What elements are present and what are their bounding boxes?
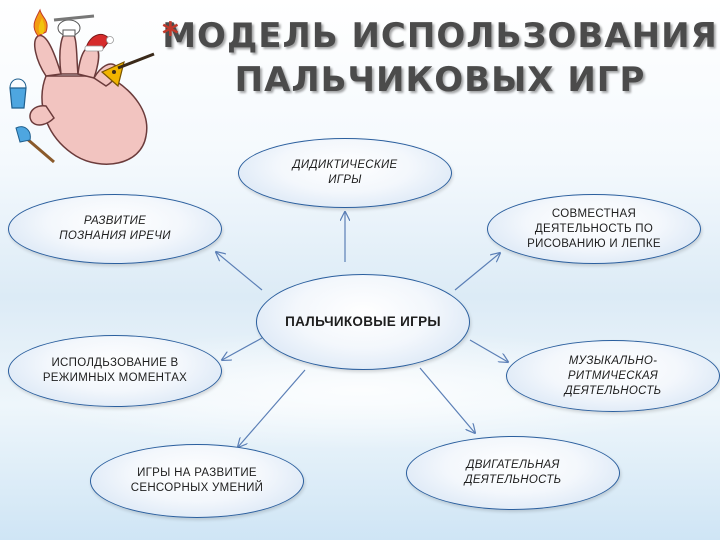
node-drawing-modeling-label: СОВМЕСТНАЯ ДЕЯТЕЛЬНОСТЬ ПО РИСОВАНИЮ И Л… bbox=[527, 207, 661, 250]
node-didactic-games: ДИДИКТИЧЕСКИЕ ИГРЫ bbox=[238, 138, 452, 208]
node-finger-games-label: ПАЛЬЧИКОВЫЕ ИГРЫ bbox=[285, 314, 441, 329]
arrow-to-sensory bbox=[238, 369, 306, 447]
title-line-2: ПАЛЬЧИКОВЫХ ИГР bbox=[234, 60, 646, 100]
node-regime-moments-label: ИСПОЛДЬЗОВАНИЕ В РЕЖИМНЫХ МОМЕНТАХ bbox=[42, 357, 188, 384]
hand-with-finger-objects-icon bbox=[9, 8, 155, 165]
node-cognition-speech-label: РАЗВИТИЕ ПОЗНАНИЯ ИРЕЧИ bbox=[59, 215, 171, 242]
node-cognition-speech: РАЗВИТИЕ ПОЗНАНИЯ ИРЕЧИ bbox=[8, 194, 222, 264]
arrow-to-cognition bbox=[216, 252, 263, 291]
arrow-to-music bbox=[469, 339, 508, 362]
node-drawing-modeling: СОВМЕСТНАЯ ДЕЯТЕЛЬНОСТЬ ПО РИСОВАНИЮ И Л… bbox=[487, 194, 701, 264]
arrow-to-drawing bbox=[454, 253, 500, 291]
arrow-to-motor bbox=[419, 367, 475, 433]
node-motor-activity-label: ДВИГАТЕЛЬНАЯ ДЕЯТЕЛЬНОСТЬ bbox=[464, 459, 562, 486]
node-didactic-games-label: ДИДИКТИЧЕСКИЕ ИГРЫ bbox=[292, 159, 398, 186]
node-motor-activity: ДВИГАТЕЛЬНАЯ ДЕЯТЕЛЬНОСТЬ bbox=[406, 436, 620, 510]
node-music-rhythm-label: МУЗЫКАЛЬНО-РИТМИЧЕСКАЯ ДЕЯТЕЛЬНОСТЬ bbox=[564, 354, 662, 397]
node-regime-moments: ИСПОЛДЬЗОВАНИЕ В РЕЖИМНЫХ МОМЕНТАХ bbox=[8, 335, 222, 407]
page-title: * МОДЕЛЬ ИСПОЛЬЗОВАНИЯ ПАЛЬЧИКОВЫХ ИГР bbox=[160, 14, 720, 102]
node-sensory-skills: ИГРЫ НА РАЗВИТИЕ СЕНСОРНЫХ УМЕНИЙ bbox=[90, 444, 304, 518]
arrow-to-regime bbox=[222, 337, 263, 360]
node-sensory-skills-label: ИГРЫ НА РАЗВИТИЕ СЕНСОРНЫХ УМЕНИЙ bbox=[130, 467, 264, 494]
title-line-1: МОДЕЛЬ ИСПОЛЬЗОВАНИЯ bbox=[162, 16, 718, 56]
node-finger-games: ПАЛЬЧИКОВЫЕ ИГРЫ bbox=[256, 274, 470, 370]
node-music-rhythm: МУЗЫКАЛЬНО-РИТМИЧЕСКАЯ ДЕЯТЕЛЬНОСТЬ bbox=[506, 340, 720, 412]
title-bullet: * bbox=[162, 15, 180, 53]
